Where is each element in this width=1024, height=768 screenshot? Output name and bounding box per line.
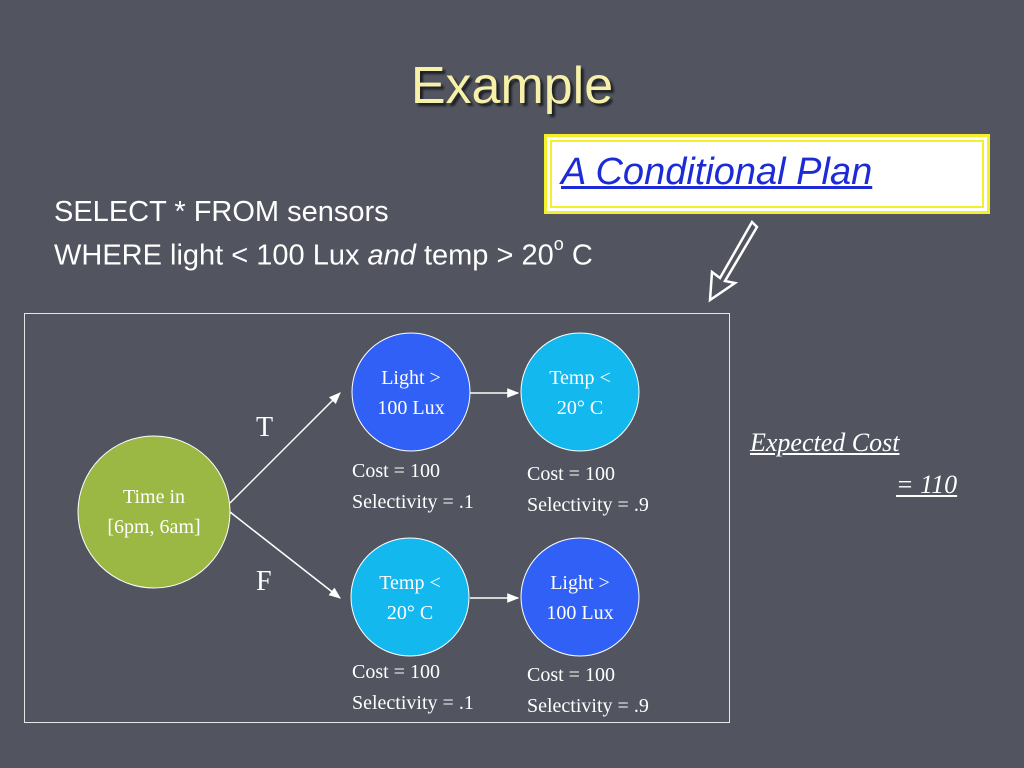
query-celsius-text: C (563, 239, 593, 272)
node-light-top-stats: Cost = 100 Selectivity = .1 (352, 456, 474, 518)
node-temp-bottom-cost: Cost = 100 (352, 661, 440, 683)
expected-cost-value: = 110 (896, 470, 958, 499)
node-temp-bottom-line2: 20° C (386, 602, 434, 624)
node-light-bottom-cost: Cost = 100 (527, 664, 615, 686)
node-light-top-cost: Cost = 100 (352, 460, 440, 482)
node-temp-top-selectivity: Selectivity = .9 (527, 494, 649, 516)
plan-panel (24, 313, 730, 723)
node-root (77, 435, 231, 589)
node-root-label: Time in [6pm, 6am] (84, 482, 224, 542)
node-temp-bottom-line1: Temp < (379, 572, 441, 594)
node-light-bottom-selectivity: Selectivity = .9 (527, 695, 649, 717)
node-temp-bottom-stats: Cost = 100 Selectivity = .1 (352, 657, 474, 719)
node-light-bottom-line2: 100 Lux (546, 602, 614, 624)
query-select-text: SELECT * FROM sensors (54, 196, 389, 228)
callout-text: A Conditional Plan (561, 151, 873, 193)
node-temp-top-line2: 20° C (556, 397, 604, 419)
node-temp-bottom (350, 537, 470, 657)
node-light-bottom (520, 537, 640, 657)
edge-root-to-true (229, 392, 341, 504)
query-temp-text: temp > 20 (415, 239, 554, 272)
node-light-bottom-stats: Cost = 100 Selectivity = .9 (527, 660, 649, 722)
node-light-bottom-label: Light > 100 Lux (521, 568, 639, 628)
node-temp-top-label: Temp < 20° C (521, 363, 639, 423)
node-light-top-selectivity: Selectivity = .1 (352, 491, 474, 513)
branch-true-label: T (256, 412, 274, 443)
node-light-bottom-line1: Light > (550, 572, 610, 594)
edge-root-to-false (229, 511, 341, 599)
query-line-select: SELECT * FROM sensors (54, 196, 389, 229)
callout-arrow-icon (708, 219, 759, 303)
node-temp-top-cost: Cost = 100 (527, 463, 615, 485)
node-light-top-line2: 100 Lux (377, 397, 445, 419)
conditional-plan-callout: A Conditional Plan (544, 134, 990, 214)
node-light-top (351, 332, 471, 452)
slide-title: Example (410, 57, 614, 115)
node-temp-top (520, 332, 640, 452)
node-light-top-label: Light > 100 Lux (352, 363, 470, 423)
query-and-keyword: and (367, 239, 416, 272)
query-where-text: WHERE light < 100 Lux (54, 239, 368, 272)
query-line-where: WHERE light < 100 Lux and temp > 20o C (54, 234, 593, 273)
expected-cost-label: Expected Cost (750, 428, 900, 457)
branch-false-label: F (256, 566, 272, 597)
degree-symbol: o (553, 234, 564, 254)
node-temp-bottom-label: Temp < 20° C (351, 568, 469, 628)
node-light-top-line1: Light > (381, 367, 441, 389)
node-root-line2: [6pm, 6am] (107, 516, 201, 538)
node-temp-top-line1: Temp < (549, 367, 611, 389)
node-root-line1: Time in (122, 486, 186, 508)
node-temp-bottom-selectivity: Selectivity = .1 (352, 692, 474, 714)
node-temp-top-stats: Cost = 100 Selectivity = .9 (527, 459, 649, 521)
